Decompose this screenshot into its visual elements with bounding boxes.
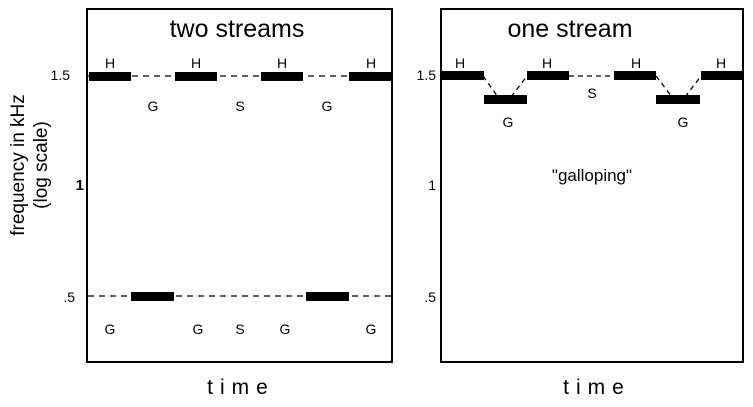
- x-axis-label: time: [563, 376, 631, 399]
- tone-bar-g: [484, 95, 527, 104]
- gap-label-g: G: [366, 321, 377, 337]
- tone-label-h: H: [716, 55, 726, 71]
- tone-label-h: H: [277, 55, 287, 71]
- dashed-connector: [510, 75, 528, 98]
- tone-label-h: H: [191, 55, 201, 71]
- panel-title: two streams: [170, 15, 305, 43]
- tone-label-h: H: [105, 55, 115, 71]
- tone-bar-h: [442, 71, 484, 80]
- gap-label-s: S: [235, 98, 244, 114]
- panel-frame: [440, 8, 744, 363]
- tone-label-g: G: [503, 114, 514, 130]
- tone-label-h: H: [542, 55, 552, 71]
- panel-two-streams: two streams 1.5 1 .5 H H H H G S G G G S…: [51, 8, 393, 399]
- tone-bar-h: [614, 71, 656, 80]
- gap-label-g: G: [193, 321, 204, 337]
- tone-bar-h: [701, 71, 743, 80]
- gap-label-g: G: [280, 321, 291, 337]
- gap-label-s: S: [235, 321, 244, 337]
- y-tick-1-5: 1.5: [417, 67, 437, 83]
- panel-frame: [86, 8, 393, 363]
- panel-title: one stream: [507, 15, 632, 43]
- tone-bar-h: [527, 71, 569, 80]
- dashed-connector: [655, 75, 673, 98]
- y-tick-1: 1: [76, 177, 84, 194]
- x-axis-label: time: [207, 376, 275, 399]
- gap-label-s: S: [587, 85, 596, 101]
- y-tick-1: 1: [428, 177, 436, 193]
- tone-bar-h: [349, 72, 391, 81]
- y-tick-0-5: .5: [63, 289, 75, 305]
- tone-label-h: H: [631, 55, 641, 71]
- panel-one-stream: one stream 1.5 1 .5 H G H S H G H "gallo…: [417, 8, 744, 399]
- y-axis-label-line2: (log scale): [31, 121, 52, 209]
- dashed-connector: [684, 75, 702, 98]
- y-tick-0-5: .5: [424, 289, 436, 305]
- tone-bar-g: [656, 95, 700, 104]
- y-tick-1-5: 1.5: [51, 67, 71, 83]
- tone-label-g: G: [678, 114, 689, 130]
- tone-bar-g: [131, 292, 174, 301]
- tone-bar-g: [306, 292, 349, 301]
- tone-label-h: H: [366, 55, 376, 71]
- dashed-connector: [482, 75, 499, 98]
- tone-label-h: H: [455, 55, 465, 71]
- pattern-label: "galloping": [552, 166, 632, 185]
- y-axis-label-line1: frequency in kHz: [8, 94, 29, 236]
- tone-bar-h: [175, 72, 217, 81]
- tone-bar-h: [261, 72, 303, 81]
- tone-bar-h: [89, 72, 131, 81]
- gap-label-g: G: [322, 98, 333, 114]
- gap-label-g: G: [105, 321, 116, 337]
- gap-label-g: G: [148, 98, 159, 114]
